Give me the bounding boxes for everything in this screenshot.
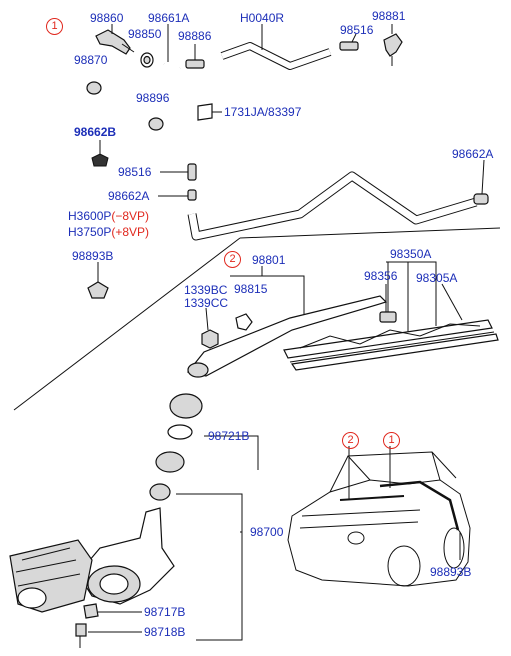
- clip-98662A-left: [187, 189, 197, 201]
- leader-1339BC: [205, 307, 209, 331]
- connector-98516-top: [339, 41, 359, 51]
- wiper-motor-98700: [9, 507, 175, 613]
- hose-H3600P-inner: [188, 172, 478, 240]
- label-98815: 98815: [234, 282, 268, 296]
- cap-98870: [86, 81, 102, 95]
- label-H3750P: H3750P(+8VP): [68, 226, 149, 239]
- leader-98700: [176, 493, 243, 641]
- connector-98516-mid: [187, 163, 197, 181]
- cap-98815: [235, 313, 253, 331]
- elbow-98881: [383, 33, 403, 66]
- label-98721B: 98721B: [208, 429, 250, 443]
- label-98801: 98801: [252, 253, 286, 267]
- label-H3600P-code: H3600P: [68, 209, 112, 223]
- grommet-98721B-c: [155, 451, 185, 473]
- label-98850: 98850: [128, 27, 162, 41]
- nut-1339BC: [201, 329, 219, 349]
- label-98662A-left: 98662A: [108, 189, 150, 203]
- label-H3600P-variant: (−8VP): [111, 209, 150, 223]
- label-98516-mid: 98516: [118, 165, 152, 179]
- label-H3750P-code: H3750P: [68, 225, 112, 239]
- car-rear-illustration: [287, 451, 471, 587]
- label-98886: 98886: [178, 29, 212, 43]
- leader-98516-top: [351, 33, 357, 43]
- leader-98721B: [204, 435, 259, 470]
- bolt-98718B: [75, 623, 87, 648]
- leader-98662A-right: [481, 159, 485, 195]
- wiper-blade-98350A: [283, 319, 499, 371]
- label-98305A: 98305A: [416, 271, 458, 285]
- cap-98721B-a: [169, 393, 203, 419]
- bushing-98721B-d: [149, 483, 171, 501]
- callout-group-1: 1: [46, 18, 63, 35]
- label-H3750P-variant: (+8VP): [111, 225, 150, 239]
- label-1339CC: 1339CC: [184, 296, 229, 310]
- label-98717B: 98717B: [144, 605, 186, 619]
- label-98350A: 98350A: [390, 247, 432, 261]
- washer-nozzle-98860: [95, 29, 135, 55]
- bolt-98717B: [83, 603, 99, 619]
- leader-98801: [230, 275, 305, 320]
- label-98893B-left: 98893B: [72, 249, 114, 263]
- label-98662A-right: 98662A: [452, 147, 494, 161]
- hose-98661A-inner: [162, 63, 181, 72]
- hose-H0040R-inner: [220, 43, 331, 69]
- leader-98350A: [386, 261, 437, 332]
- label-98881: 98881: [372, 9, 406, 23]
- callout-car-1: 1: [383, 432, 400, 449]
- label-98870: 98870: [74, 53, 108, 67]
- wiper-arm-98801: [186, 295, 388, 377]
- label-1339BC: 1339BC: [184, 283, 228, 297]
- connector-98886: [185, 44, 205, 69]
- cap-98896: [148, 117, 164, 131]
- label-tag-1731JA: [197, 103, 213, 121]
- leader-98305A: [441, 283, 463, 321]
- clip-98662B: [91, 140, 109, 167]
- label-98718B: 98718B: [144, 625, 186, 639]
- label-98860: 98860: [90, 11, 124, 25]
- label-98516-top: 98516: [340, 23, 374, 37]
- callout-car-2: 2: [342, 432, 359, 449]
- clip-98662A-right: [473, 193, 489, 205]
- label-H3600P: H3600P(−8VP): [68, 210, 149, 223]
- callout-group-2: 2: [224, 251, 241, 268]
- label-98356: 98356: [364, 269, 398, 283]
- grommet-98850: [140, 52, 154, 68]
- label-1731JA-83397: 1731JA/83397: [224, 105, 302, 119]
- label-98893B-car: 98893B: [430, 565, 472, 579]
- label-98661A: 98661A: [148, 11, 190, 25]
- section-divider-line-right: [239, 227, 501, 239]
- label-98896: 98896: [136, 91, 170, 105]
- seal-98721B-b: [167, 424, 193, 440]
- blade-adapter-98356: [379, 311, 397, 323]
- section-divider-line: [13, 237, 241, 411]
- label-98700: 98700: [250, 525, 284, 539]
- clip-98893B-left: [87, 281, 109, 299]
- label-H0040R: H0040R: [240, 11, 285, 25]
- label-98662B: 98662B: [74, 125, 117, 139]
- wiper-arm-pivot: [187, 362, 209, 378]
